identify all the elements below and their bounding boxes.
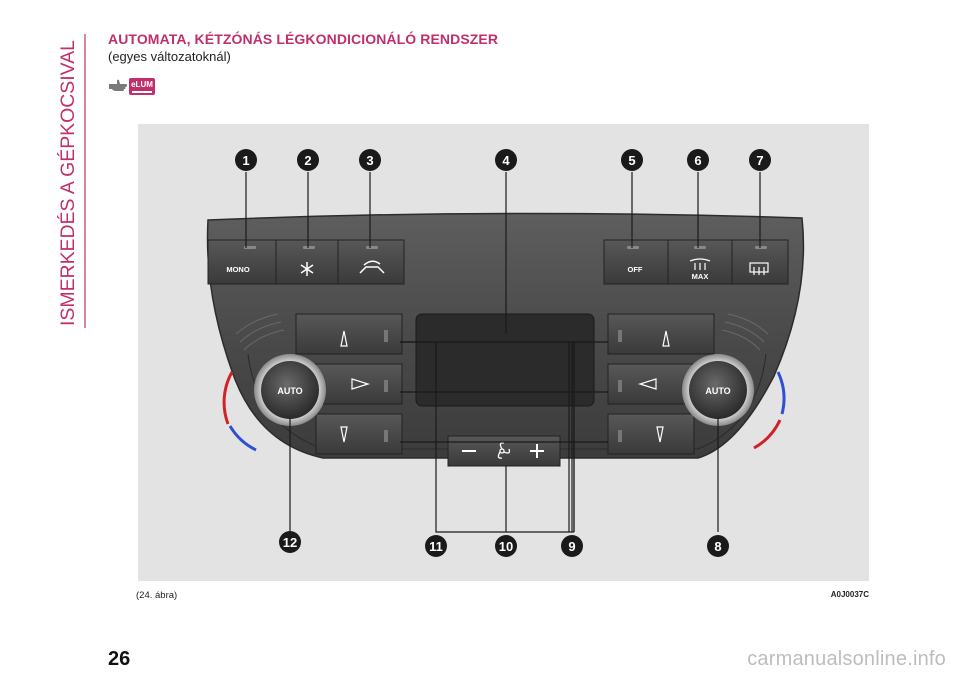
callout-9: 9 <box>561 535 583 557</box>
callout-8: 8 <box>707 535 729 557</box>
section-subtitle: (egyes változatoknál) <box>108 49 231 64</box>
rear-window-defrost-icon <box>749 262 769 275</box>
display-screen <box>415 313 595 407</box>
callout-2: 2 <box>297 149 319 171</box>
svg-text:5: 5 <box>628 153 635 168</box>
svg-text:1: 1 <box>242 153 249 168</box>
callout-1: 1 <box>235 149 257 171</box>
windshield-defrost-icon <box>689 258 711 270</box>
left-airflow-middle-button[interactable] <box>313 363 403 405</box>
right-vent-grille <box>721 313 769 351</box>
callout-4: 4 <box>495 149 517 171</box>
top-button-row: MONO OFF MAX <box>207 239 789 285</box>
right-airflow-buttons <box>607 313 715 455</box>
climate-control-figure: MONO OFF MAX <box>138 124 869 581</box>
svg-text:11: 11 <box>429 539 443 554</box>
elum-badge: eLUM <box>129 78 155 95</box>
section-title: AUTOMATA, KÉTZÓNÁS LÉGKONDICIONÁLÓ RENDS… <box>108 31 499 47</box>
left-airflow-buttons <box>295 313 403 455</box>
pointing-hand-icon <box>108 79 128 98</box>
callout-markers: 1 2 3 4 5 6 7 8 9 10 11 12 <box>235 149 771 557</box>
right-knob-auto-label: AUTO <box>705 386 730 396</box>
svg-text:2: 2 <box>304 153 311 168</box>
fan-icon <box>497 442 511 459</box>
callout-5: 5 <box>621 149 643 171</box>
svg-text:10: 10 <box>499 539 513 554</box>
elum-badge-label: eLUM <box>131 80 153 89</box>
svg-text:6: 6 <box>694 153 701 168</box>
right-airflow-down-button[interactable] <box>607 413 695 455</box>
chapter-title: ISMERKEDÉS A GÉPKOCSIVAL <box>58 40 79 326</box>
left-airflow-down-button[interactable] <box>315 413 403 455</box>
callout-7: 7 <box>749 149 771 171</box>
svg-text:12: 12 <box>283 535 297 550</box>
climate-panel-illustration: MONO OFF MAX <box>206 149 805 557</box>
chapter-side-tab: ISMERKEDÉS A GÉPKOCSIVAL <box>52 30 88 330</box>
snowflake-icon <box>300 262 314 276</box>
recirculation-car-icon <box>359 260 385 274</box>
svg-text:4: 4 <box>502 153 510 168</box>
off-label: OFF <box>628 265 643 274</box>
callout-12: 12 <box>279 531 301 553</box>
page-number: 26 <box>108 648 131 670</box>
callout-6: 6 <box>687 149 709 171</box>
svg-text:3: 3 <box>366 153 373 168</box>
right-airflow-middle-button[interactable] <box>607 363 697 405</box>
callout-3: 3 <box>359 149 381 171</box>
right-airflow-up-button[interactable] <box>607 313 715 355</box>
callout-11: 11 <box>425 535 447 557</box>
callout-leader-lines <box>245 172 761 533</box>
max-label: MAX <box>692 272 709 281</box>
watermark: carmanualsonline.info <box>747 648 946 670</box>
callout-10: 10 <box>495 535 517 557</box>
figure-caption: (24. ábra) <box>136 590 178 601</box>
left-knob-auto-label: AUTO <box>277 386 302 396</box>
svg-text:7: 7 <box>756 153 763 168</box>
left-vent-grille <box>235 313 285 351</box>
figure-code: A0J0037C <box>830 590 869 599</box>
mono-button[interactable] <box>207 239 277 285</box>
mono-label: MONO <box>226 265 249 274</box>
svg-text:8: 8 <box>714 539 721 554</box>
svg-text:9: 9 <box>568 539 575 554</box>
